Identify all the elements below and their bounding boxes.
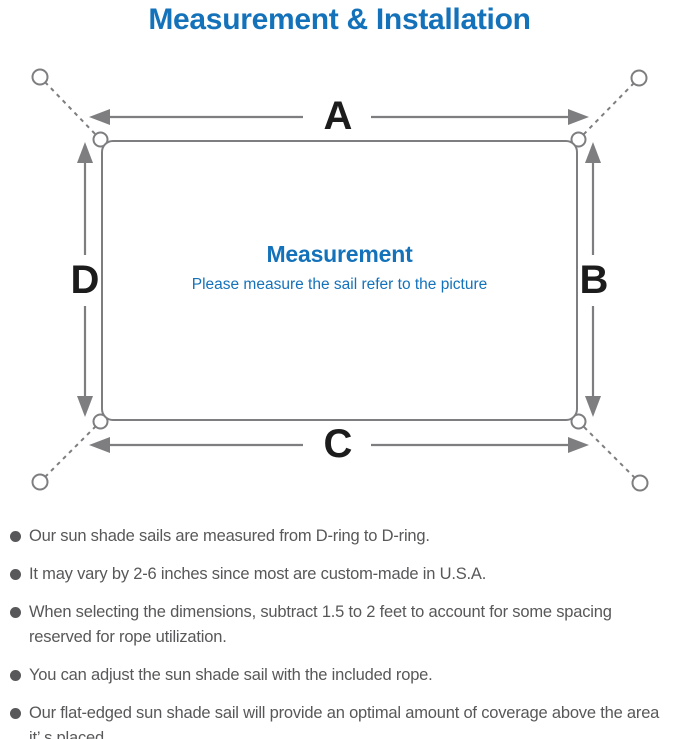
dimension-arrow-b [585,142,601,417]
note-text: You can adjust the sun shade sail with t… [29,666,433,684]
note-text: Our sun shade sails are measured from D-… [29,527,430,545]
note-item: Our flat-edged sun shade sail will provi… [10,701,672,739]
note-item: Our sun shade sails are measured from D-… [10,524,672,549]
rope-dashed-line-top-left [44,81,98,137]
notes-list: Our sun shade sails are measured from D-… [10,524,672,739]
note-item: When selecting the dimensions, subtract … [10,600,672,650]
measurement-diagram: A B C D Measurement Please measure the s… [0,55,679,515]
rope-dashed-line-bottom-left [44,424,98,478]
sail-rectangle [101,140,578,421]
dimension-label-c: C [323,422,353,467]
dimension-arrow-c [89,437,589,453]
diagram-heading: Measurement [266,241,413,267]
bullet-dot-icon [10,607,21,618]
note-text: Our flat-edged sun shade sail will provi… [29,704,660,739]
note-text: When selecting the dimensions, subtract … [29,603,612,646]
corner-d-ring-icon-top-right [570,131,587,148]
bullet-dot-icon [10,531,21,542]
diagram-subheading: Please measure the sail refer to the pic… [191,276,488,293]
bullet-dot-icon [10,569,21,580]
dimension-arrow-a [89,109,589,125]
corner-d-ring-icon-top-left [92,131,109,148]
anchor-point-icon-bottom-right [631,474,649,492]
anchor-point-icon-bottom-left [31,473,49,491]
note-text: It may vary by 2-6 inches since most are… [29,565,487,583]
dimension-label-a: A [323,94,353,139]
page-title: Measurement & Installation [148,3,531,36]
anchor-point-icon-top-right [630,69,648,87]
bullet-dot-icon [10,670,21,681]
dimension-label-d: D [70,258,100,303]
corner-d-ring-icon-bottom-left [92,413,109,430]
rope-dashed-line-bottom-right [581,424,636,479]
dimension-label-b: B [579,258,609,303]
dimension-arrow-d [77,142,93,417]
diagram-center-text: Measurement Please measure the sail refe… [0,241,679,294]
anchor-point-icon-top-left [31,68,49,86]
note-item: It may vary by 2-6 inches since most are… [10,562,672,587]
diagram-graphics [31,68,649,492]
corner-d-ring-icon-bottom-right [570,413,587,430]
rope-dashed-line-top-right [581,82,635,137]
note-item: You can adjust the sun shade sail with t… [10,663,672,688]
bullet-dot-icon [10,708,21,719]
